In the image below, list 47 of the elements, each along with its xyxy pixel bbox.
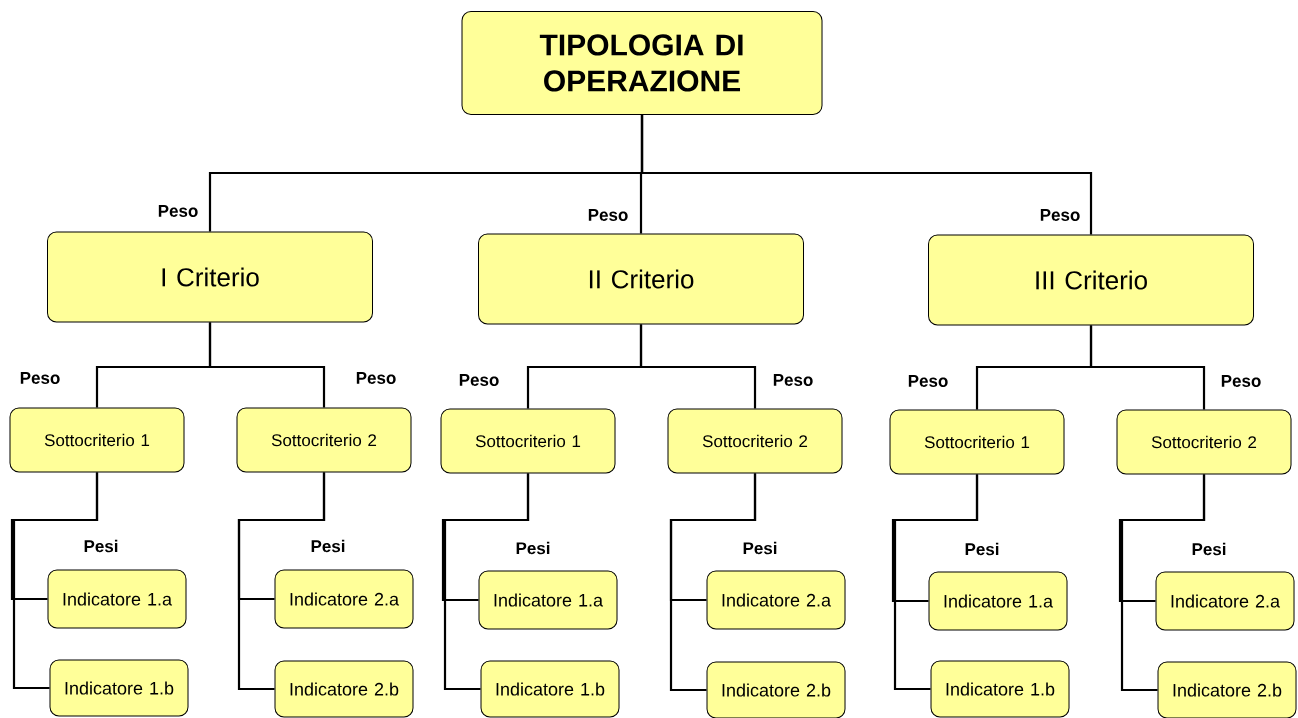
indicator-box: Indicatore 1.b xyxy=(480,660,620,718)
indicator-box: Indicatore 1.b xyxy=(49,659,189,717)
connector-line xyxy=(669,473,757,692)
criterion-box: II Criterio xyxy=(478,233,804,325)
connector-line xyxy=(639,324,757,409)
connector-line xyxy=(1120,474,1206,692)
indicator-box: Indicatore 2.b xyxy=(1157,661,1297,718)
indicator-box: Indicatore 2.a xyxy=(1155,571,1295,631)
edge-label: Pesi xyxy=(741,540,779,556)
connector-line xyxy=(893,474,979,691)
subcriterion-box: Sottocriterio 2 xyxy=(236,407,412,473)
connector-line xyxy=(640,115,1093,235)
indicator-box: Indicatore 2.a xyxy=(274,569,414,629)
subcriterion-box: Sottocriterio 1 xyxy=(440,408,616,474)
edge-label: Peso xyxy=(156,204,200,218)
edge-label: Peso xyxy=(586,208,630,222)
edge-label: Pesi xyxy=(963,541,1001,557)
title-box: TIPOLOGIA DI OPERAZIONE xyxy=(461,11,823,115)
connector-line xyxy=(237,472,326,691)
edge-label: Peso xyxy=(354,371,398,385)
connector-line xyxy=(12,472,99,690)
indicator-box: Indicatore 1.a xyxy=(928,571,1068,631)
subcriterion-box: Sottocriterio 2 xyxy=(1116,409,1292,475)
indicator-box: Indicatore 1.a xyxy=(47,569,187,629)
criterion-box: III Criterio xyxy=(928,234,1254,326)
indicator-box: Indicatore 2.b xyxy=(274,660,414,718)
edge-label: Pesi xyxy=(309,538,347,554)
indicator-box: Indicatore 2.b xyxy=(706,661,846,718)
indicator-box: Indicatore 2.a xyxy=(706,570,846,630)
criterion-box: I Criterio xyxy=(47,231,373,323)
edge-label: Pesi xyxy=(1190,541,1228,557)
subcriterion-box: Sottocriterio 1 xyxy=(9,407,185,473)
edge-label: Peso xyxy=(18,371,62,385)
subcriterion-box: Sottocriterio 2 xyxy=(667,408,843,474)
edge-label: Peso xyxy=(906,374,950,388)
edge-label: Peso xyxy=(771,373,815,387)
subcriterion-box: Sottocriterio 1 xyxy=(889,409,1065,475)
edge-label: Peso xyxy=(1038,208,1082,222)
edge-label: Pesi xyxy=(82,538,120,554)
edge-label: Peso xyxy=(457,373,501,387)
connector-line xyxy=(443,473,530,691)
indicator-box: Indicatore 1.b xyxy=(930,660,1070,718)
connector-line xyxy=(208,322,326,408)
edge-label: Peso xyxy=(1219,374,1263,388)
connector-line xyxy=(1089,325,1206,410)
indicator-box: Indicatore 1.a xyxy=(478,570,618,630)
edge-label: Pesi xyxy=(514,540,552,556)
